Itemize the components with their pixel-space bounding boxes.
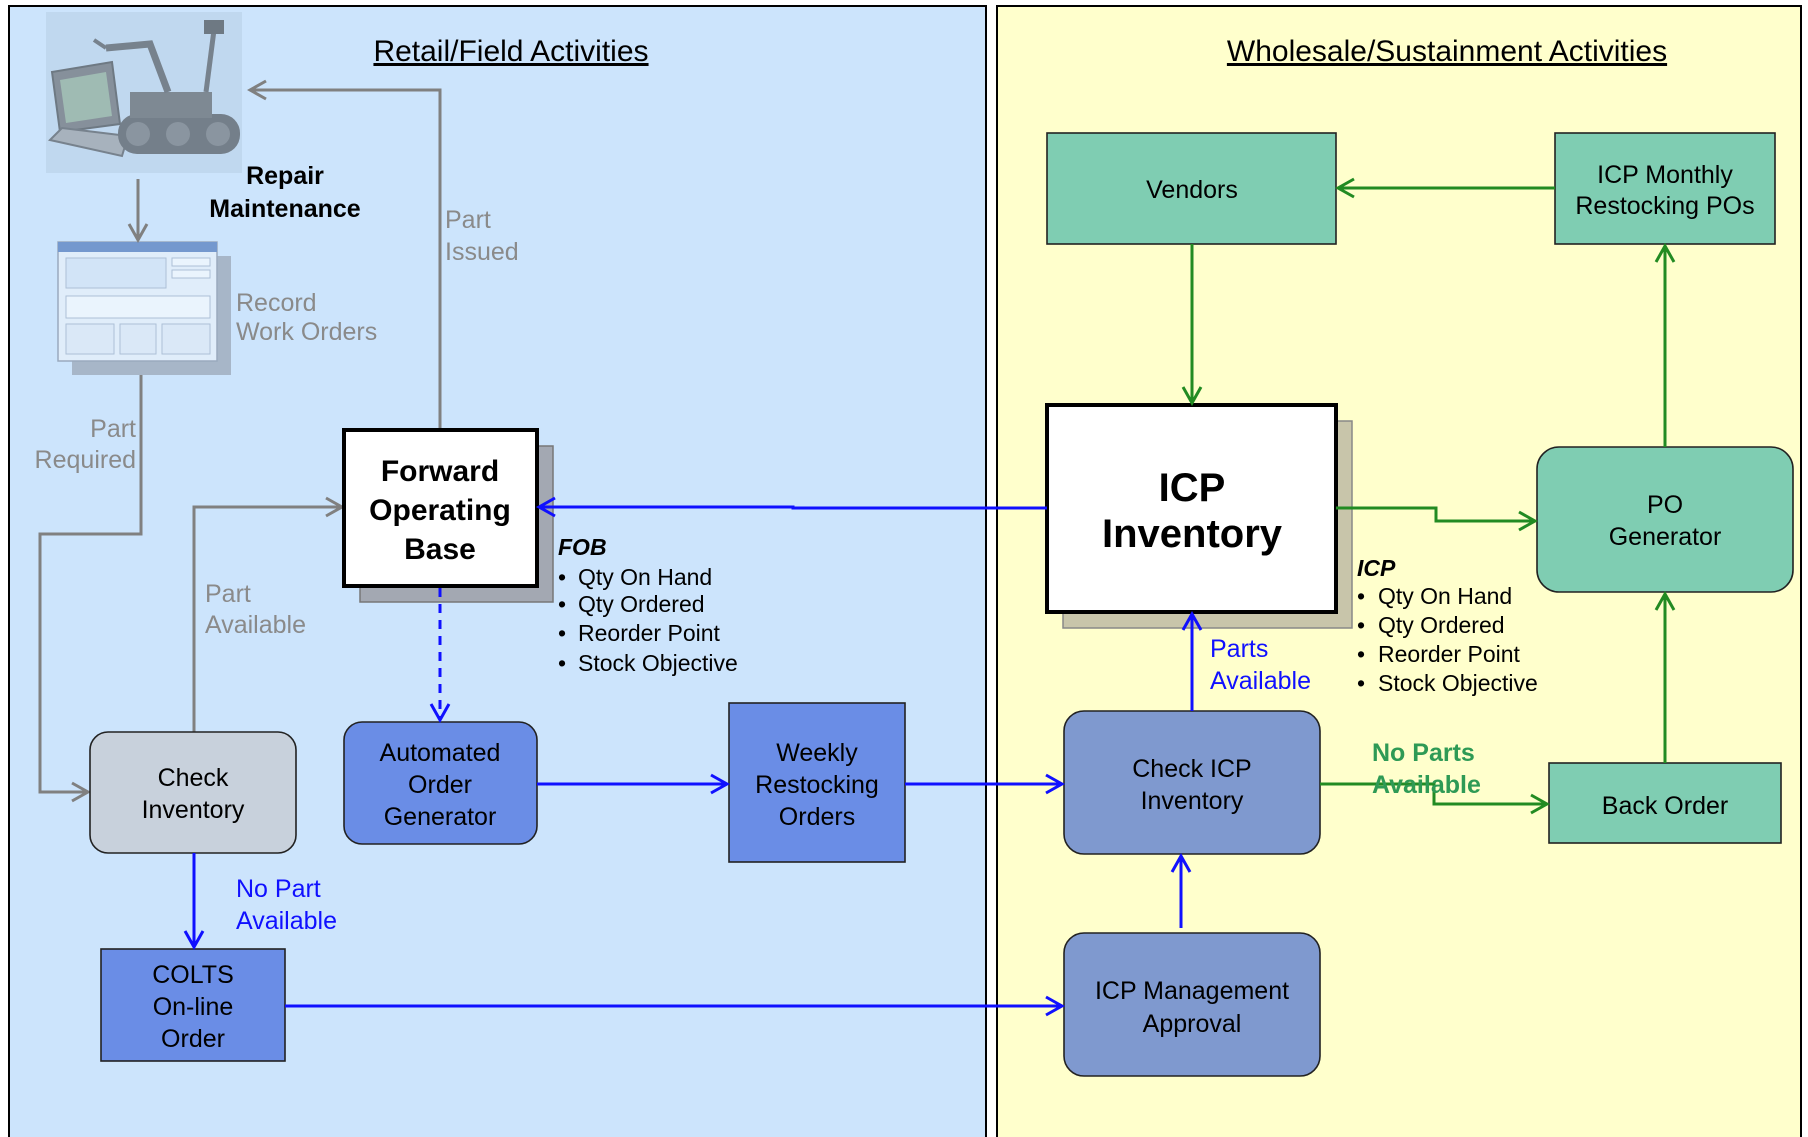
laptop-display xyxy=(60,72,112,123)
parts-available-label: Parts xyxy=(1210,635,1268,663)
fob-details-list: FOB • Qty On Hand • Qty Ordered • Reorde… xyxy=(558,534,738,676)
po-generator-label: Generator xyxy=(1609,523,1722,551)
icp-details-heading: ICP xyxy=(1357,555,1396,581)
weekly-restocking-orders-label: Restocking xyxy=(755,771,879,799)
no-part-available-label: No Part xyxy=(236,875,321,903)
bullet: • xyxy=(558,591,566,617)
part-issued-label: Part xyxy=(445,206,491,234)
icp-management-approval-label: ICP Management xyxy=(1095,977,1289,1005)
flow-icp-to-po-generator xyxy=(1336,506,1535,521)
icp-details-item: Qty On Hand xyxy=(1378,583,1512,609)
icp-details-list: ICP • Qty On Hand • Qty Ordered • Reorde… xyxy=(1357,555,1538,696)
automated-order-generator-label: Order xyxy=(408,771,472,799)
fob-details-heading: FOB xyxy=(558,534,607,560)
back-order-box xyxy=(1548,762,1782,844)
weekly-restocking-orders-box xyxy=(728,702,906,863)
part-available-label: Available xyxy=(205,611,306,639)
back-order-label: Back Order xyxy=(1602,792,1728,820)
bullet: • xyxy=(558,650,566,676)
fob-box-label: Forward xyxy=(381,455,499,488)
screenshot-titlebar xyxy=(58,242,217,252)
screenshot-panel xyxy=(65,323,115,355)
wholesale-panel-title: Wholesale/Sustainment Activities xyxy=(1227,35,1667,68)
flow-part-available xyxy=(192,507,342,732)
screenshot-grid xyxy=(65,295,211,319)
screenshot-field xyxy=(171,257,211,267)
icp-inventory-label: Inventory xyxy=(1102,512,1283,556)
robot-wheel xyxy=(126,122,150,146)
check-inventory-box xyxy=(89,731,297,854)
fob-box-label: Operating xyxy=(369,494,511,527)
fob-box xyxy=(342,428,539,588)
colts-online-order-label: Order xyxy=(161,1025,225,1053)
colts-online-order-label: On-line xyxy=(153,993,234,1021)
record-work-orders-label: Record xyxy=(236,289,317,317)
screenshot-form xyxy=(65,257,167,289)
check-inventory-label: Check xyxy=(158,764,229,792)
repair-maintenance-label: Repair xyxy=(246,162,324,190)
icp-monthly-restocking-pos-box xyxy=(1554,132,1776,245)
bullet: • xyxy=(558,564,566,590)
fob-details-item: Qty On Hand xyxy=(578,564,712,590)
bullet: • xyxy=(1357,612,1365,638)
robot-gripper xyxy=(92,38,108,50)
automated-order-generator-label: Generator xyxy=(384,803,497,831)
robot-camera xyxy=(204,20,224,34)
robot-body xyxy=(130,92,212,118)
icp-monthly-restocking-pos-label: ICP Monthly xyxy=(1597,161,1733,189)
icp-inventory-box xyxy=(1045,403,1338,614)
robot-wheel xyxy=(206,122,230,146)
repair-maintenance-label: Maintenance xyxy=(209,195,361,223)
automated-order-generator-label: Automated xyxy=(380,739,501,767)
robot-arm xyxy=(105,40,172,94)
bullet: • xyxy=(1357,670,1365,696)
icp-details-item: Qty Ordered xyxy=(1378,612,1505,638)
bullet: • xyxy=(1357,641,1365,667)
fob-box-label: Base xyxy=(404,533,476,566)
parts-available-label: Available xyxy=(1210,667,1311,695)
icp-inventory-label: ICP xyxy=(1159,466,1226,510)
colts-online-order-label: COLTS xyxy=(152,961,234,989)
fob-details-item: Reorder Point xyxy=(578,620,721,646)
weekly-restocking-orders-label: Weekly xyxy=(776,739,858,767)
no-parts-available-label: Available xyxy=(1372,771,1481,799)
part-required-label: Required xyxy=(35,446,136,474)
screenshot-field xyxy=(171,269,211,279)
part-required-label: Part xyxy=(90,415,136,443)
weekly-restocking-orders-label: Orders xyxy=(779,803,855,831)
work-order-screenshot-image xyxy=(57,241,231,375)
fob-details-item: Qty Ordered xyxy=(578,591,705,617)
part-issued-label: Issued xyxy=(445,238,519,266)
flow-icp-to-fob xyxy=(539,507,1047,508)
part-available-label: Part xyxy=(205,580,251,608)
check-icp-inventory-label: Inventory xyxy=(1141,787,1244,815)
robot-wheel xyxy=(166,122,190,146)
vendors-label: Vendors xyxy=(1146,176,1238,204)
flow-part-issued xyxy=(250,90,442,429)
icp-monthly-restocking-pos-label: Restocking POs xyxy=(1575,192,1754,220)
flow-part-required xyxy=(38,375,143,792)
icp-details-item: Reorder Point xyxy=(1378,641,1521,667)
screenshot-panel xyxy=(161,323,211,355)
screenshot-panel xyxy=(119,323,157,355)
retail-panel-title: Retail/Field Activities xyxy=(373,35,648,68)
check-inventory-label: Inventory xyxy=(142,796,245,824)
robot-mast xyxy=(203,29,217,93)
flow-no-parts-to-back-order xyxy=(1320,782,1547,804)
icp-details-item: Stock Objective xyxy=(1378,670,1538,696)
robot-and-laptop-image xyxy=(46,12,242,173)
record-work-orders-label: Work Orders xyxy=(236,318,377,346)
no-parts-available-label: No Parts xyxy=(1372,739,1475,767)
fob-details-item: Stock Objective xyxy=(578,650,738,676)
bullet: • xyxy=(558,620,566,646)
icp-management-approval-label: Approval xyxy=(1143,1010,1242,1038)
po-generator-label: PO xyxy=(1647,491,1683,519)
bullet: • xyxy=(1357,583,1365,609)
no-part-available-label: Available xyxy=(236,907,337,935)
check-icp-inventory-label: Check ICP xyxy=(1132,755,1251,783)
po-generator-box xyxy=(1536,446,1794,593)
